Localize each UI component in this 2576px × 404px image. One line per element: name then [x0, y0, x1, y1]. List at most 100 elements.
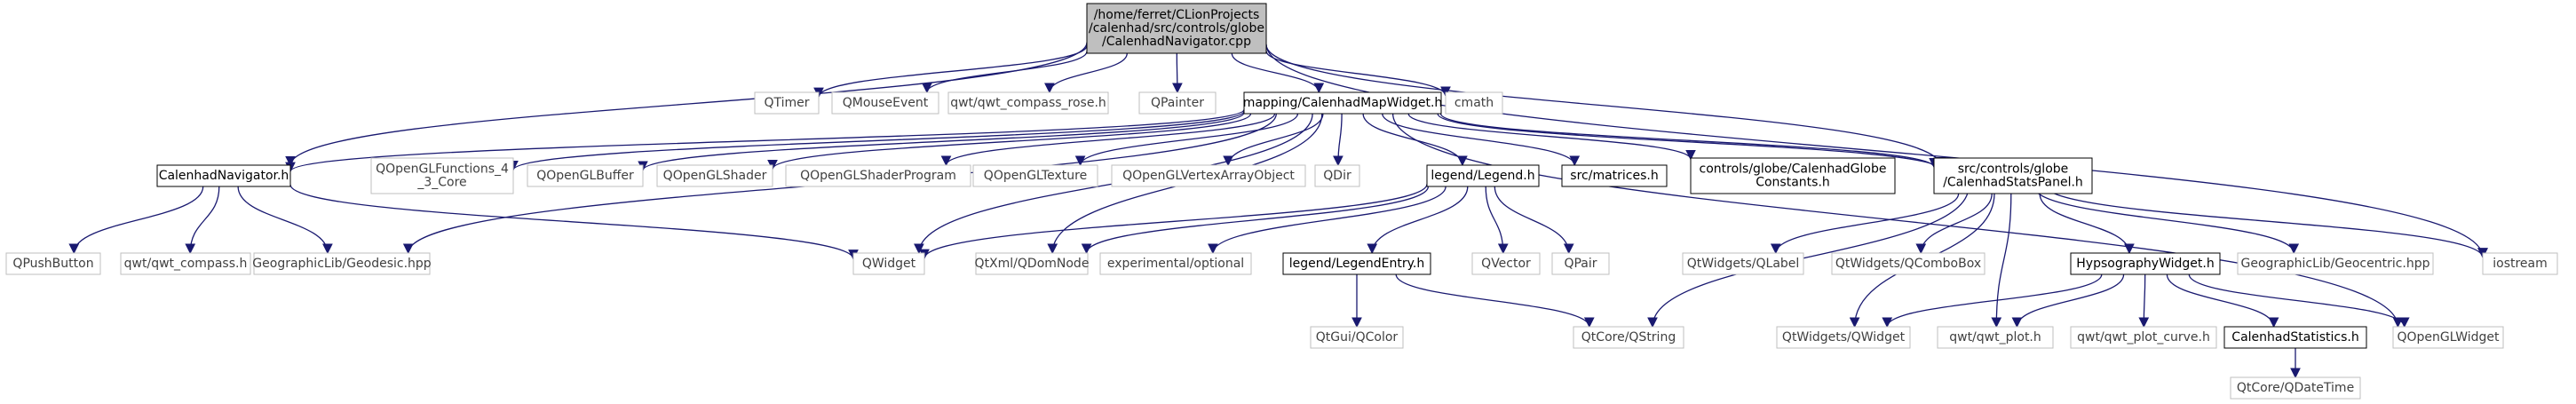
node-box[interactable] — [2230, 376, 2361, 400]
node-qdomnode[interactable]: QtXml/QDomNode — [975, 252, 1090, 275]
node-qtwidget[interactable]: QtWidgets/QWidget — [1776, 326, 1911, 349]
node-box[interactable] — [972, 164, 1098, 187]
node-qglprog[interactable]: QOpenGLShaderProgram — [785, 164, 971, 187]
node-qdir[interactable]: QDir — [1314, 164, 1360, 187]
node-box[interactable] — [2392, 326, 2504, 349]
node-box[interactable] — [852, 252, 925, 275]
node-box[interactable] — [1682, 252, 1804, 275]
node-box[interactable] — [1243, 91, 1442, 115]
node-box[interactable] — [2070, 252, 2221, 275]
node-box[interactable] — [1426, 164, 1540, 187]
node-label: QtWidgets/QComboBox — [1835, 257, 1981, 271]
node-box[interactable] — [1776, 326, 1911, 349]
node-box[interactable] — [1314, 164, 1360, 187]
node-qmouse[interactable]: QMouseEvent — [831, 91, 939, 115]
node-box[interactable] — [754, 91, 820, 115]
node-qglshader[interactable]: QOpenGLShader — [656, 164, 773, 187]
node-box[interactable] — [370, 157, 514, 194]
node-root[interactable]: /home/ferret/CLionProjects/calenhad/src/… — [1086, 3, 1267, 54]
node-label: QMouseEvent — [843, 96, 929, 110]
node-matrices[interactable]: src/matrices.h — [1561, 164, 1668, 187]
node-geodesic[interactable]: GeographicLib/Geodesic.hpp — [252, 252, 432, 275]
node-optional[interactable]: experimental/optional — [1099, 252, 1252, 275]
node-qwtcurve[interactable]: qwt/qwt_plot_curve.h — [2070, 326, 2217, 349]
node-box[interactable] — [1310, 326, 1404, 349]
node-qglvao[interactable]: QOpenGLVertexArrayObject — [1111, 164, 1306, 187]
node-qgltex[interactable]: QOpenGLTexture — [972, 164, 1098, 187]
edge-nav_h-to-geodesic — [237, 186, 333, 255]
node-box[interactable] — [2482, 252, 2558, 275]
node-box[interactable] — [831, 91, 939, 115]
node-box[interactable] — [527, 164, 644, 187]
node-label: legend/Legend.h — [1431, 169, 1534, 183]
node-iostream[interactable]: iostream — [2482, 252, 2558, 275]
node-qcombobox[interactable]: QtWidgets/QComboBox — [1831, 252, 1986, 275]
node-box[interactable] — [1471, 252, 1541, 275]
node-qdatetime[interactable]: QtCore/QDateTime — [2230, 376, 2361, 400]
node-geocentric[interactable]: GeographicLib/Geocentric.hpp — [2237, 252, 2434, 275]
node-box[interactable] — [947, 91, 1109, 115]
edge-mapwidget-to-qglbuffer — [638, 112, 1245, 171]
node-box[interactable] — [156, 164, 291, 187]
node-box[interactable] — [253, 252, 431, 275]
node-box[interactable] — [1690, 157, 1896, 194]
node-qwtplot[interactable]: qwt/qwt_plot.h — [1937, 326, 2054, 349]
node-label: Constants.h — [1756, 176, 1830, 190]
node-label: qwt/qwt_compass_rose.h — [950, 96, 1106, 110]
node-qwidget[interactable]: QWidget — [852, 252, 925, 275]
node-qglbuffer[interactable]: QOpenGLBuffer — [527, 164, 644, 187]
node-box[interactable] — [1099, 252, 1252, 275]
node-box[interactable] — [2070, 326, 2217, 349]
node-box[interactable] — [1937, 326, 2054, 349]
node-cmath[interactable]: cmath — [1445, 91, 1503, 115]
node-qpainter[interactable]: QPainter — [1138, 91, 1217, 115]
node-qpair[interactable]: QPair — [1551, 252, 1610, 275]
node-box[interactable] — [1282, 252, 1431, 275]
node-box[interactable] — [1831, 252, 1986, 275]
node-legendentry[interactable]: legend/LegendEntry.h — [1282, 252, 1431, 275]
edge-legend-to-legendentry — [1367, 186, 1469, 255]
node-box[interactable] — [1445, 91, 1503, 115]
node-box[interactable] — [1111, 164, 1306, 187]
node-qpushbutton[interactable]: QPushButton — [5, 252, 101, 275]
node-box[interactable] — [1551, 252, 1610, 275]
node-qwtcompass[interactable]: qwt/qwt_compass.h — [120, 252, 251, 275]
edge-legend-to-qdomnode — [1081, 186, 1430, 255]
node-box[interactable] — [1086, 3, 1267, 54]
node-box[interactable] — [656, 164, 773, 187]
node-qstring[interactable]: QtCore/QString — [1573, 326, 1684, 349]
node-label: QtGui/QColor — [1316, 330, 1399, 345]
node-stats[interactable]: src/controls/globe/CalenhadStatsPanel.h — [1933, 157, 2093, 194]
node-box[interactable] — [1933, 157, 2093, 194]
node-nav_h[interactable]: CalenhadNavigator.h — [156, 164, 291, 187]
node-label: QOpenGLFunctions_4 — [376, 162, 509, 177]
node-qwtrose[interactable]: qwt/qwt_compass_rose.h — [947, 91, 1109, 115]
node-qglfunc[interactable]: QOpenGLFunctions_4_3_Core — [370, 157, 514, 194]
node-box[interactable] — [120, 252, 251, 275]
edge-mapwidget-to-qglfunc — [508, 110, 1245, 171]
node-box[interactable] — [1138, 91, 1217, 115]
node-hypso[interactable]: HypsographyWidget.h — [2070, 252, 2221, 275]
node-label: QTimer — [764, 96, 809, 110]
node-qvector[interactable]: QVector — [1471, 252, 1541, 275]
node-box[interactable] — [975, 252, 1089, 275]
edge-root-to-geoutils — [1265, 44, 1946, 168]
node-box[interactable] — [1573, 326, 1684, 349]
node-box[interactable] — [785, 164, 971, 187]
node-mapwidget[interactable]: mapping/CalenhadMapWidget.h — [1243, 91, 1443, 115]
node-label: QWidget — [862, 257, 916, 271]
node-qtimer[interactable]: QTimer — [754, 91, 820, 115]
node-legend[interactable]: legend/Legend.h — [1426, 164, 1540, 187]
edge-root-to-nav_h — [285, 42, 1088, 167]
node-qglwidget[interactable]: QOpenGLWidget — [2392, 326, 2504, 349]
node-box[interactable] — [5, 252, 101, 275]
node-calstats[interactable]: CalenhadStatistics.h — [2223, 326, 2367, 349]
node-box[interactable] — [1561, 164, 1668, 187]
node-qlabel[interactable]: QtWidgets/QLabel — [1682, 252, 1804, 275]
node-box[interactable] — [2237, 252, 2434, 275]
node-qcolor[interactable]: QtGui/QColor — [1310, 326, 1404, 349]
node-box[interactable] — [2223, 326, 2367, 349]
edge-mapwidget-to-qglshader — [767, 113, 1252, 170]
